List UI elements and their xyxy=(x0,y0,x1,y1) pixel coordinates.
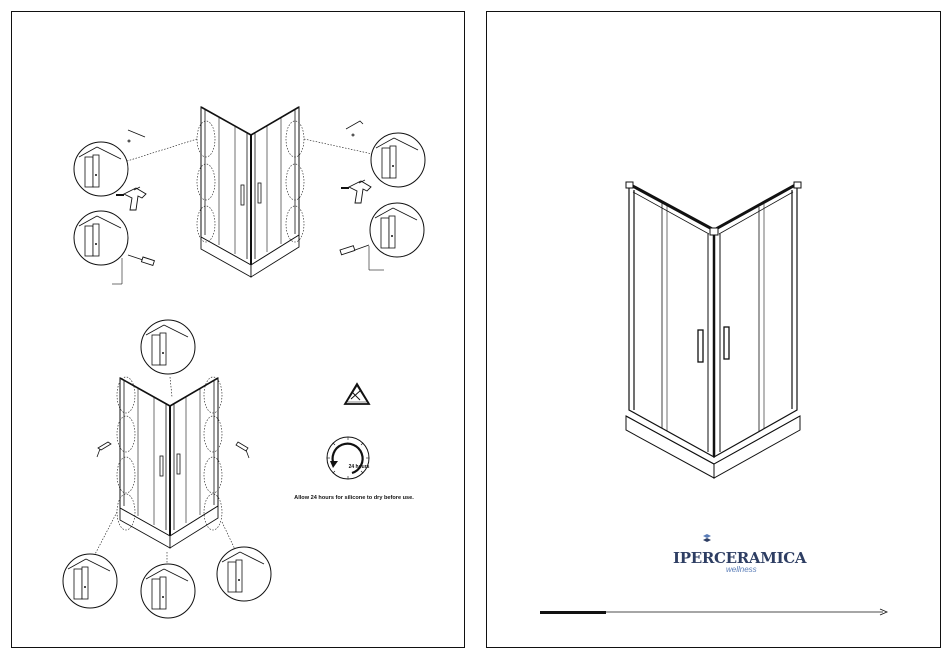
profile-detail-circle-7 xyxy=(141,564,195,618)
timer-label: 24 hours xyxy=(337,464,381,470)
silicone-gun-icon xyxy=(236,442,249,458)
silicone-gun-icon xyxy=(97,442,111,457)
left-manual-page: 24 hours Allow 24 hours for silicone to … xyxy=(11,11,465,648)
profile-detail-circle-5 xyxy=(141,320,195,374)
footer-rule xyxy=(540,609,887,615)
allen-key-icon xyxy=(346,121,363,136)
brand-logo-mark-icon xyxy=(703,534,711,542)
right-cover-page: IPERCERAMICA wellness xyxy=(486,11,941,648)
assembly-illustrations xyxy=(12,12,466,649)
profile-detail-circle-4 xyxy=(370,203,424,257)
profile-detail-circle-6 xyxy=(63,554,117,608)
spread-gutter xyxy=(470,0,480,660)
screwdriver-icon xyxy=(112,255,154,284)
silicone-dry-note: Allow 24 hours for silicone to dry befor… xyxy=(274,495,434,501)
shower-enclosure-illustration-top xyxy=(201,107,299,277)
drill-icon xyxy=(116,187,146,210)
shower-enclosure-cover-illustration xyxy=(626,182,801,478)
brand-logo-tagline: wellness xyxy=(726,565,757,574)
profile-detail-circle-8 xyxy=(217,547,271,601)
shower-enclosure-illustration-bottom xyxy=(120,378,218,548)
profile-detail-circle-2 xyxy=(74,211,128,265)
timer-24h-icon xyxy=(327,437,369,479)
no-shower-warning-icon xyxy=(345,384,369,404)
screw-icon xyxy=(128,130,145,142)
profile-detail-circle-1 xyxy=(74,142,128,196)
profile-detail-circle-3 xyxy=(371,133,425,187)
drill-icon xyxy=(341,180,371,203)
